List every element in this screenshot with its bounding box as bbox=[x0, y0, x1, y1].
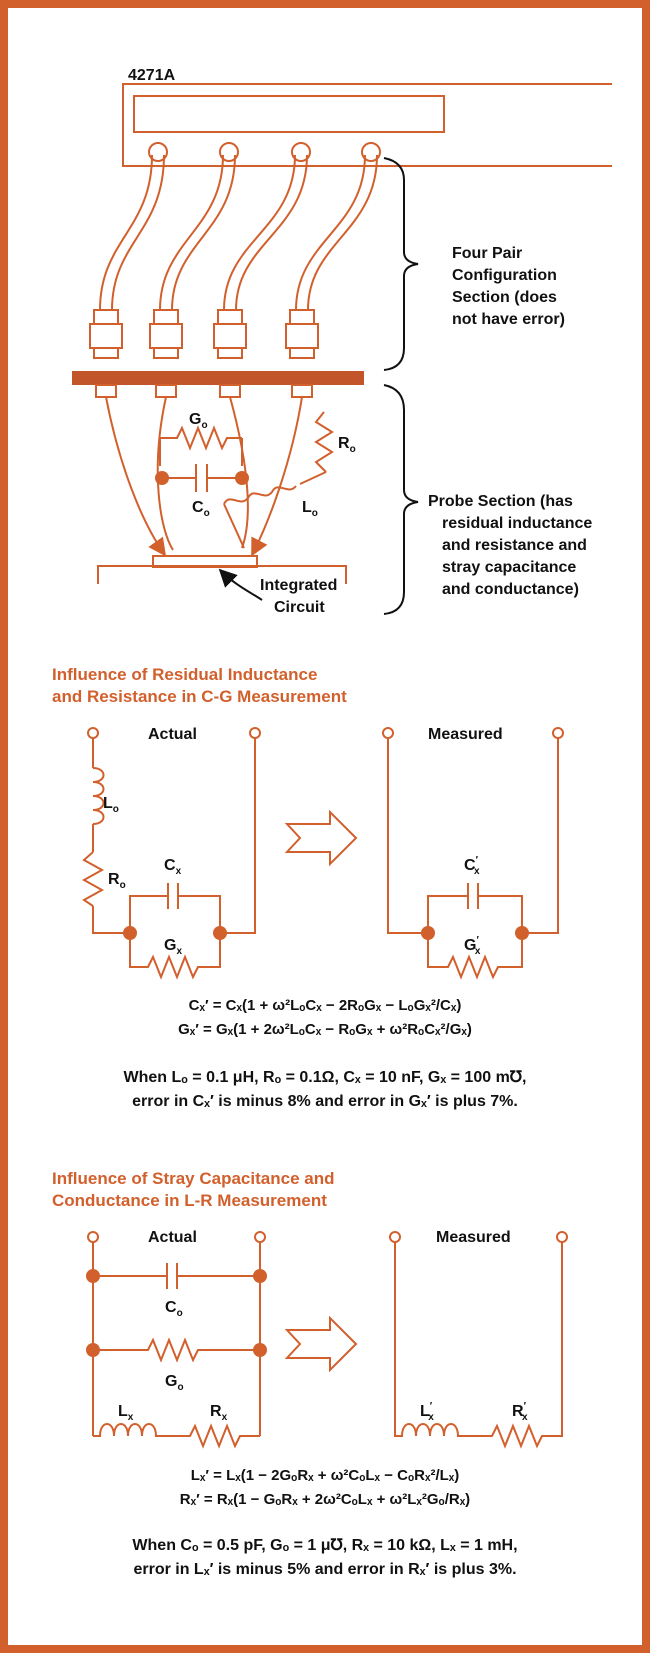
probe-wire-4 bbox=[251, 396, 303, 557]
probe-wire-1 bbox=[105, 396, 167, 557]
svg-text:and resistance and: and resistance and bbox=[442, 537, 587, 554]
connector-4 bbox=[285, 309, 319, 359]
lr-heading-line-2: Conductance in L-R Measurement bbox=[52, 1191, 327, 1210]
co-label: Co bbox=[192, 499, 210, 519]
cable-4 bbox=[295, 142, 381, 311]
mounting-bar bbox=[72, 371, 364, 385]
svg-text:Section (does: Section (does bbox=[452, 289, 557, 306]
cg-lo-label: Lo bbox=[103, 795, 119, 815]
cg-cxp-label: C′x bbox=[464, 855, 480, 877]
lo-label: Lo bbox=[302, 499, 318, 519]
lr-go-label: Go bbox=[165, 1373, 184, 1393]
go-label: Go bbox=[189, 411, 208, 431]
probe-wire-2 bbox=[156, 396, 174, 551]
cg-measured-circuit bbox=[382, 727, 564, 980]
lr-note-1: When Cₒ = 0.5 pF, Gₒ = 1 μ℧, Rₓ = 10 kΩ,… bbox=[132, 1537, 517, 1554]
instrument-display bbox=[133, 95, 445, 133]
cg-lo-inductor bbox=[92, 767, 105, 825]
cg-note-1: When Lₒ = 0.1 μH, Rₒ = 0.1Ω, Cₓ = 10 nF,… bbox=[124, 1069, 527, 1086]
lr-measured-circuit bbox=[389, 1231, 568, 1449]
lr-measured-label: Measured bbox=[436, 1229, 511, 1246]
lr-lxp-label: L′x bbox=[420, 1401, 434, 1423]
ic-pointer-arrow bbox=[218, 568, 263, 601]
connector-3 bbox=[213, 309, 247, 359]
cg-transform-arrow bbox=[284, 809, 358, 867]
lr-equation-2: Rₓ′ = Rₓ(1 − GₒRₓ + 2ω²CₒLₓ + ω²Lₓ²Gₒ/Rₓ… bbox=[180, 1491, 470, 1508]
cg-ro-label: Ro bbox=[108, 871, 126, 891]
cg-equation-1: Cₓ′ = Cₓ(1 + ω²LₒCₓ − 2RₒGₓ − LₒGₓ²/Cₓ) bbox=[189, 997, 462, 1014]
svg-text:Circuit: Circuit bbox=[274, 599, 325, 616]
cable-3 bbox=[223, 142, 311, 311]
ro-label: Ro bbox=[338, 435, 356, 455]
connector-2 bbox=[149, 309, 183, 359]
go-resistor bbox=[160, 425, 242, 451]
cg-cx-label: Cx bbox=[164, 857, 182, 877]
connector-1 bbox=[89, 309, 123, 359]
instrument-label: 4271A bbox=[128, 67, 176, 84]
cg-gxp-label: G′x bbox=[464, 935, 481, 957]
cable-1 bbox=[99, 142, 168, 311]
svg-text:not have error): not have error) bbox=[452, 311, 565, 328]
board-line bbox=[97, 565, 347, 584]
lr-heading-line-1: Influence of Stray Capacitance and bbox=[52, 1169, 334, 1188]
cg-heading-line-1: Influence of Residual Inductance bbox=[52, 665, 317, 684]
svg-text:Probe Section (has: Probe Section (has bbox=[428, 493, 573, 510]
probe-label: Probe Section (has residual inductance a… bbox=[428, 493, 592, 598]
cg-equation-2: Gₓ′ = Gₓ(1 + 2ω²LₒCₓ − RₒGₓ + ω²RₒCₓ²/Gₓ… bbox=[178, 1021, 472, 1038]
co-capacitor bbox=[166, 464, 238, 492]
lr-co-label: Co bbox=[165, 1299, 183, 1319]
probe-wire-3 bbox=[229, 396, 249, 549]
cg-gx-label: Gx bbox=[164, 937, 182, 957]
four-pair-label: Four Pair Configuration Section (does no… bbox=[452, 245, 565, 328]
lr-transform-arrow bbox=[284, 1315, 358, 1373]
cable-2 bbox=[159, 142, 239, 311]
probe-brace bbox=[383, 384, 419, 615]
lr-note-2: error in Lₓ′ is minus 5% and error in Rₓ… bbox=[133, 1561, 516, 1578]
cg-measured-label: Measured bbox=[428, 726, 503, 743]
probe-section bbox=[95, 384, 347, 584]
lr-actual-label: Actual bbox=[148, 1229, 197, 1246]
lr-equation-1: Lₓ′ = Lₓ(1 − 2GₒRₓ + ω²CₒLₓ − CₒRₓ²/Lₓ) bbox=[191, 1467, 460, 1484]
cg-actual-label: Actual bbox=[148, 726, 197, 743]
ic-label: Integrated Circuit bbox=[260, 577, 337, 616]
svg-text:Configuration: Configuration bbox=[452, 267, 557, 284]
lr-rx-label: Rx bbox=[210, 1403, 228, 1423]
svg-text:stray capacitance: stray capacitance bbox=[442, 559, 576, 576]
cg-actual-circuit bbox=[81, 727, 261, 980]
cg-note-2: error in Cₓ′ is minus 8% and error in Gₓ… bbox=[132, 1093, 518, 1110]
svg-text:Four Pair: Four Pair bbox=[452, 245, 522, 262]
instrument-outline bbox=[122, 83, 612, 167]
probe-setup-diagram bbox=[89, 83, 612, 359]
lr-rxp-label: R′x bbox=[512, 1401, 528, 1423]
ro-resistor bbox=[314, 411, 334, 473]
cg-ro-resistor bbox=[81, 851, 105, 907]
lr-lx-label: Lx bbox=[118, 1403, 134, 1423]
svg-text:residual inductance: residual inductance bbox=[442, 515, 592, 532]
cg-heading-line-2: and Resistance in C-G Measurement bbox=[52, 687, 347, 706]
four-pair-brace bbox=[383, 157, 419, 371]
lr-actual-circuit bbox=[87, 1231, 266, 1449]
svg-text:and conductance): and conductance) bbox=[442, 581, 579, 598]
lo-inductor bbox=[223, 485, 297, 505]
svg-text:Integrated: Integrated bbox=[260, 577, 337, 594]
